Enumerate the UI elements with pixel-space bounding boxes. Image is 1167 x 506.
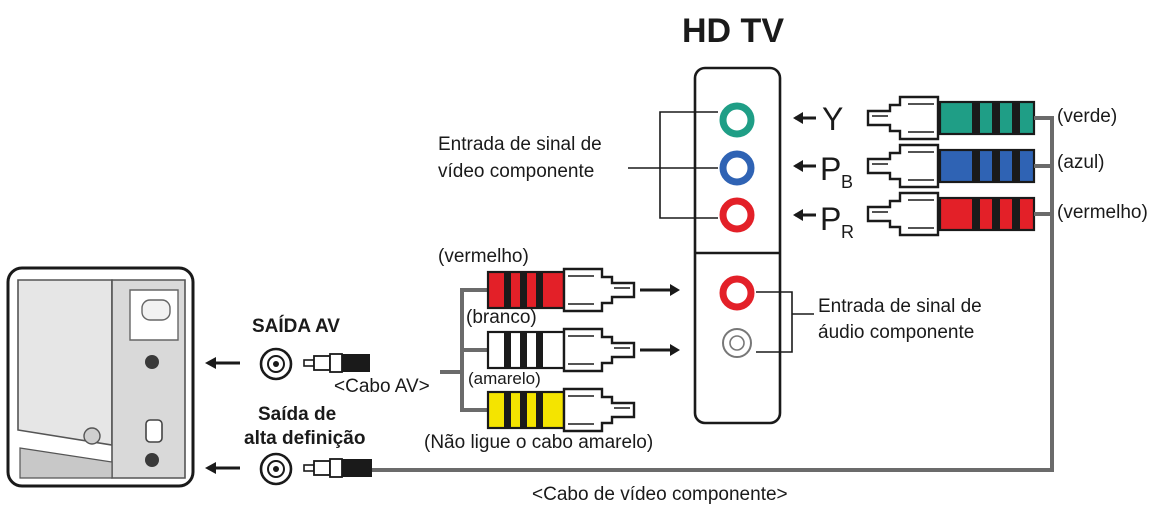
jack-y-green[interactable] — [719, 102, 755, 138]
component-plug-y[interactable] — [866, 95, 1036, 141]
component-cable — [372, 116, 1054, 472]
symbol-pr-subscript: R — [841, 222, 854, 242]
component-plug-pb-label: (azul) — [1057, 152, 1105, 173]
hd-out-jack[interactable] — [259, 452, 293, 486]
tv-input-panel — [693, 66, 782, 425]
av-out-jack[interactable] — [259, 347, 293, 381]
av-plug-yellow-label: (amarelo) — [468, 369, 541, 388]
component-plug-pr[interactable] — [866, 191, 1036, 237]
video-input-label-line2: vídeo componente — [438, 161, 594, 182]
av-plug-white[interactable] — [486, 327, 636, 373]
arrow-av-white-icon — [640, 344, 680, 356]
arrow-to-camera-av-icon — [205, 357, 240, 369]
av-plug-white-label: (branco) — [466, 307, 537, 328]
camera-body — [6, 266, 195, 488]
av-plug-red-label: (vermelho) — [438, 246, 529, 267]
component-plug-y-label: (verde) — [1057, 106, 1117, 127]
av-cable-wire — [440, 288, 488, 412]
arrow-pb-icon — [793, 160, 816, 172]
component-plug-pb[interactable] — [866, 143, 1036, 189]
symbol-y: Y — [822, 101, 843, 137]
audio-input-label-line1: Entrada de sinal de — [818, 296, 982, 317]
av-mini-plug[interactable] — [303, 353, 370, 373]
arrow-av-red-icon — [640, 284, 680, 296]
arrow-y-icon — [793, 112, 816, 124]
hd-mini-plug[interactable] — [303, 458, 372, 478]
av-plug-red[interactable] — [486, 267, 636, 313]
audio-input-label-line2: áudio componente — [818, 322, 974, 343]
jack-pb-blue[interactable] — [719, 150, 755, 186]
component-plug-pr-label: (vermelho) — [1057, 202, 1148, 223]
arrow-to-camera-hd-icon — [205, 462, 240, 474]
audio-input-bracket — [756, 291, 814, 353]
av-plug-yellow[interactable] — [486, 387, 636, 433]
av-out-label: SAÍDA AV — [252, 315, 340, 337]
symbol-pb-subscript: B — [841, 172, 853, 192]
component-cable-label: <Cabo de vídeo componente> — [532, 484, 788, 505]
video-input-bracket — [628, 111, 718, 219]
jack-pr-red[interactable] — [719, 197, 755, 233]
symbol-pb: P — [820, 151, 841, 187]
hd-out-label-line1: Saída de — [258, 404, 336, 425]
arrow-pr-icon — [793, 209, 816, 221]
yellow-cable-note: (Não ligue o cabo amarelo) — [424, 432, 653, 453]
video-input-label-line1: Entrada de sinal de — [438, 134, 602, 155]
jack-audio-white[interactable] — [722, 328, 752, 358]
diagram-title: HD TV — [682, 12, 784, 50]
av-cable-label: <Cabo AV> — [334, 376, 430, 397]
jack-audio-red[interactable] — [719, 275, 755, 311]
symbol-pr: P — [820, 201, 841, 237]
hd-out-label-line2: alta definição — [244, 428, 365, 449]
